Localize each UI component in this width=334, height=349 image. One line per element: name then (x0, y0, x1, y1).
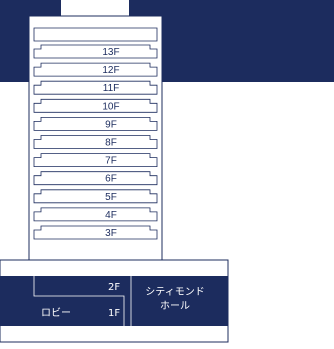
floor-slab (33, 135, 158, 149)
floor-label-2f: 2F (108, 282, 120, 293)
floor-stack: 13F 12F 11F 10F 9F 8F 7F 6F 5F 4F 3F (33, 44, 158, 240)
floor-label: 5F (105, 192, 117, 203)
floor-slab (33, 153, 158, 167)
tower-body (28, 15, 163, 265)
podium-fill (0, 276, 228, 326)
floor-slab (33, 225, 158, 240)
floor-label-1f: 1F (108, 308, 120, 319)
floor-label: 11F (103, 83, 120, 94)
roof-cap (61, 0, 129, 18)
floor-label: 9F (105, 119, 117, 130)
floor-slab (33, 44, 158, 59)
floor-label: 10F (102, 101, 119, 112)
floor-label: 12F (102, 65, 119, 76)
floor-slab (33, 171, 158, 186)
floor-slab (33, 117, 158, 131)
floor-label: 8F (105, 138, 117, 149)
lobby-label: ロビー (41, 307, 71, 319)
floor-label: 7F (105, 156, 117, 167)
floor-label: 4F (105, 210, 117, 221)
floor-slab (33, 62, 158, 77)
floor-slab (33, 189, 158, 204)
hall-label-line1: シティモンド (145, 287, 204, 298)
hall-label-line2: ホール (160, 300, 190, 312)
floor-slab (33, 207, 158, 222)
floor-2f-outline (33, 276, 125, 326)
floor-label: 6F (105, 174, 117, 185)
floor-slab (33, 98, 158, 113)
floor-label: 3F (105, 228, 117, 239)
floor-label: 13F (102, 47, 119, 58)
floor-slab (33, 80, 158, 95)
floor-slab-top (33, 27, 158, 42)
